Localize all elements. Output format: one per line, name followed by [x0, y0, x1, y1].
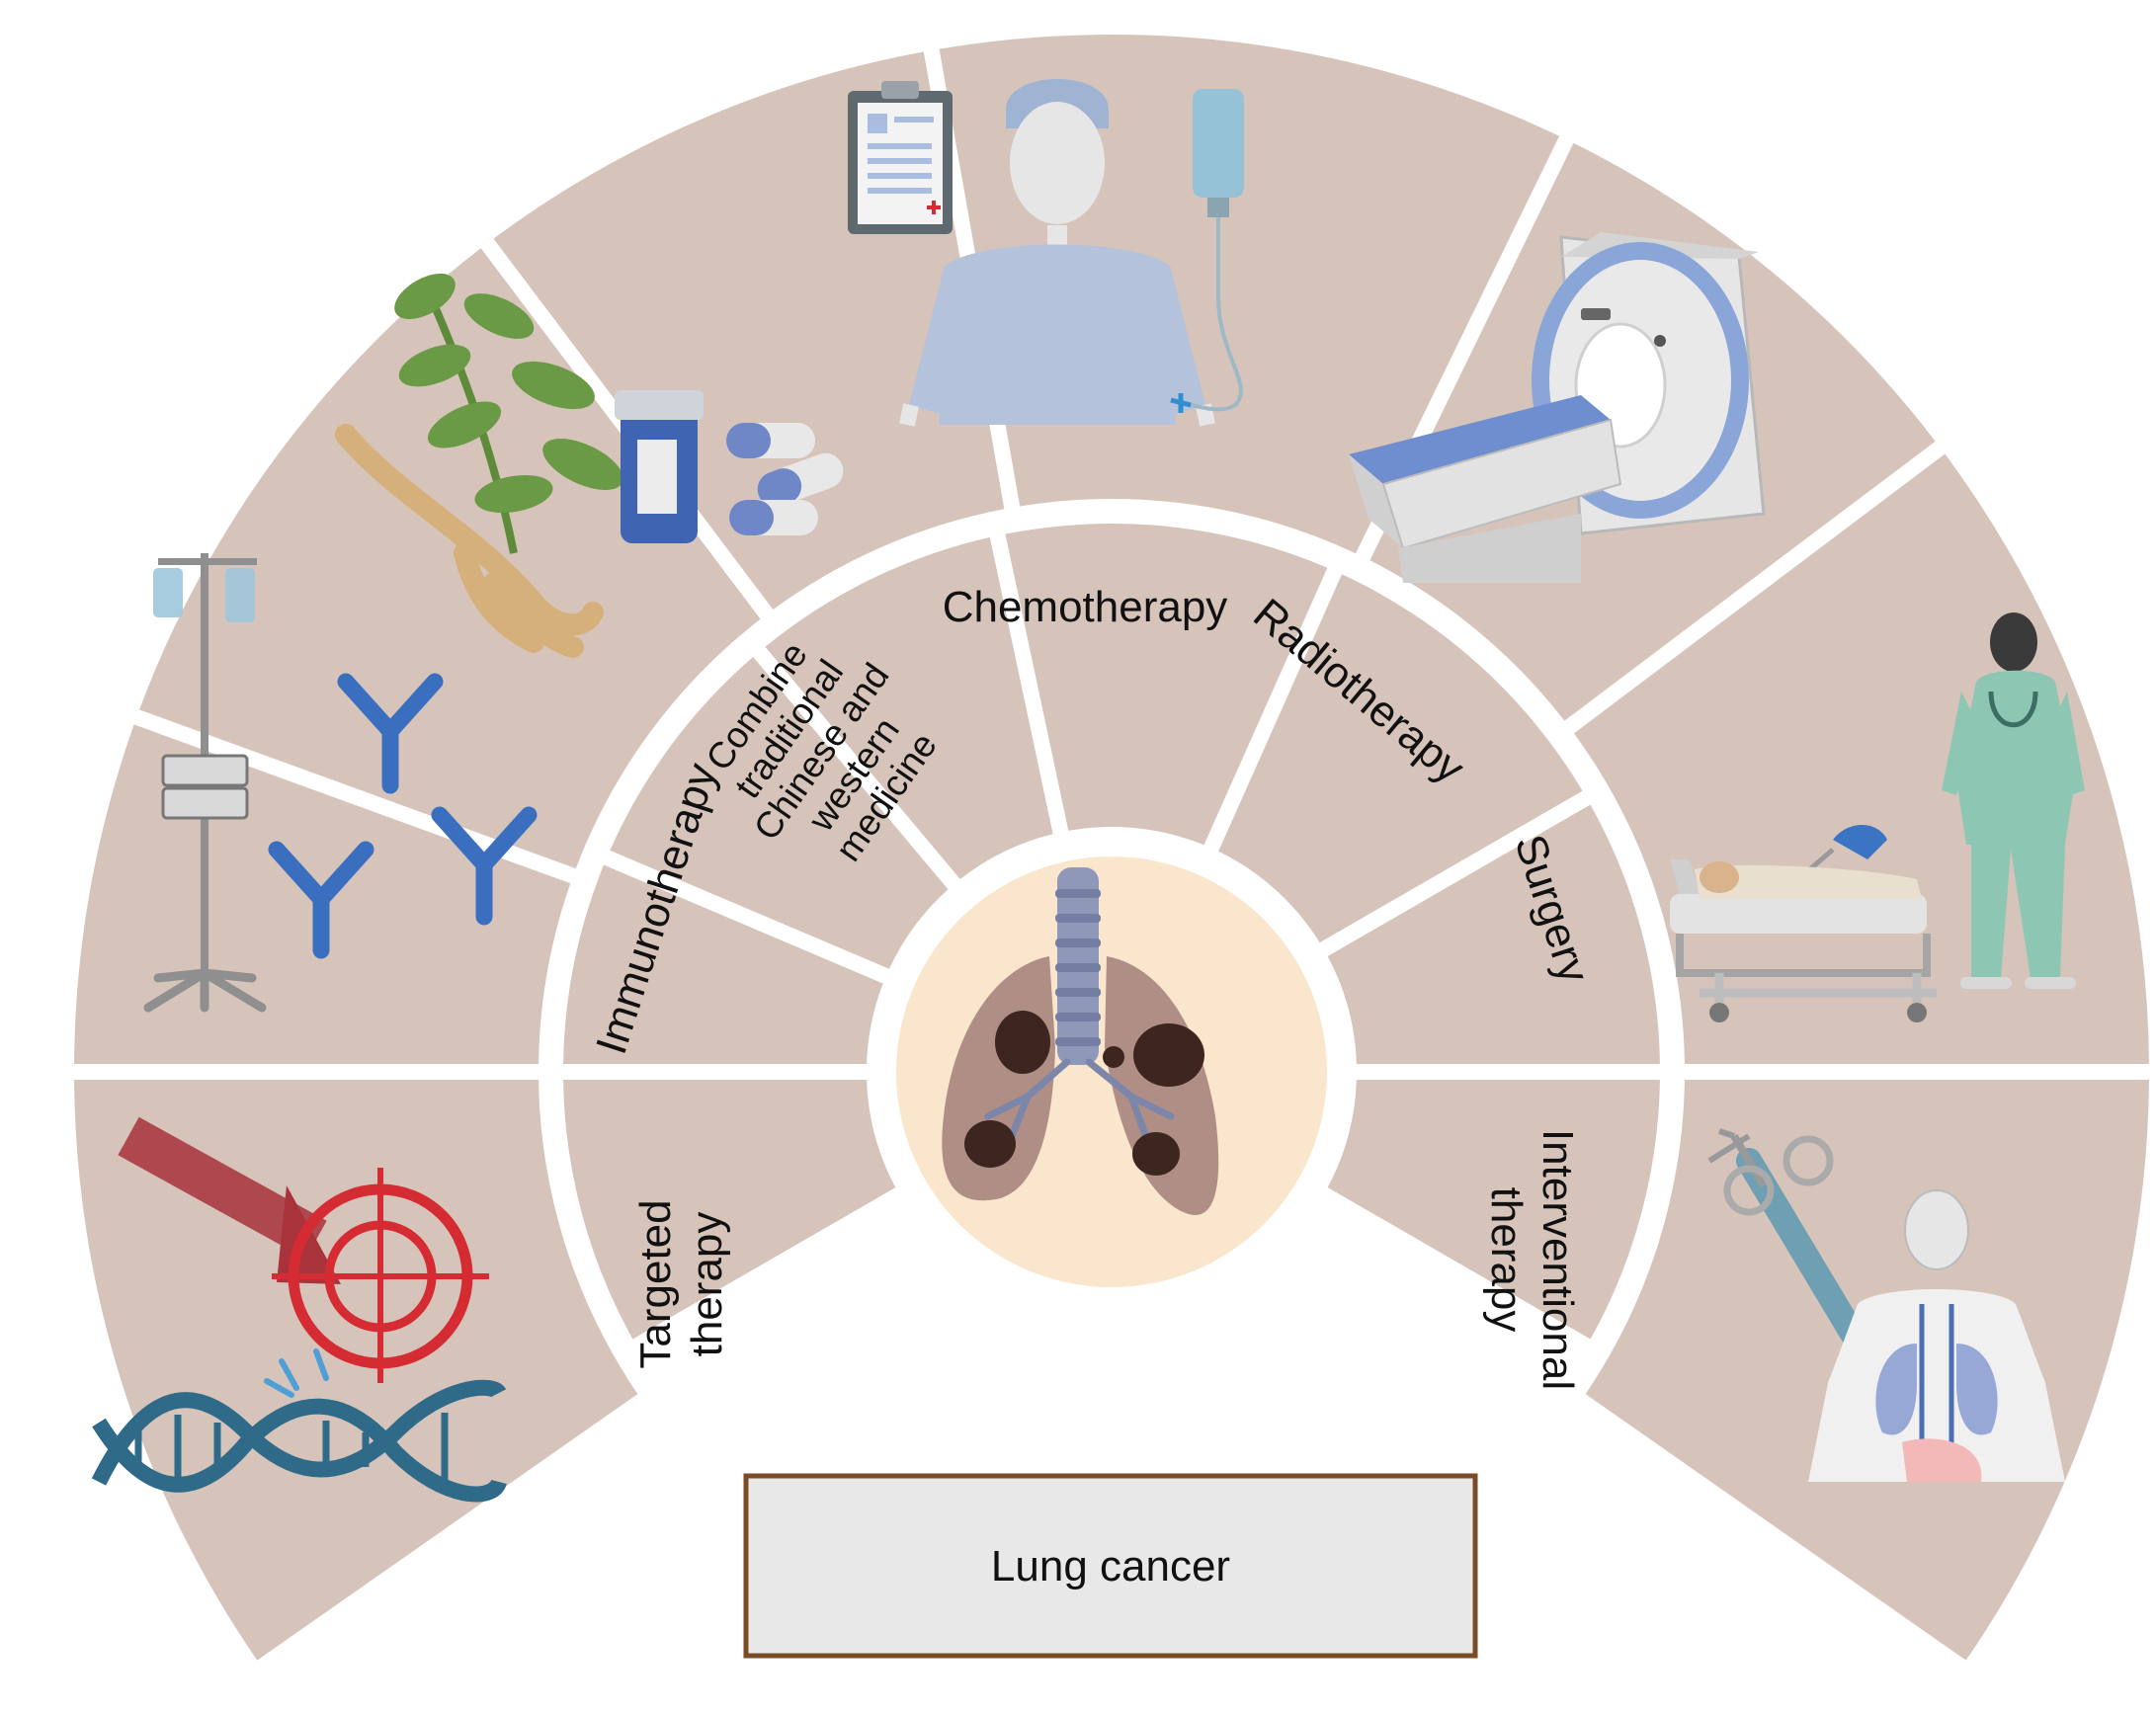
herbal-medicine-icon	[335, 273, 844, 658]
label-targeted-line: therapy	[683, 1212, 731, 1357]
inner-segment-targeted	[563, 1079, 896, 1340]
inner-segment-interventional	[1327, 1079, 1660, 1340]
label-chemotherapy: Chemotherapy	[943, 583, 1228, 631]
lungs-tumor-icon	[942, 867, 1219, 1215]
label-interventional: Interventionaltherapy	[1482, 1129, 1582, 1390]
label-interventional-line: Interventional	[1534, 1129, 1582, 1390]
label-tcm: CombinetraditionalChinese andwesternmedi…	[681, 611, 961, 892]
outer-segment-immunotherapy	[139, 248, 761, 869]
caption-box	[743, 1473, 1478, 1659]
mri-scanner-icon	[1349, 232, 1766, 583]
inner-segment-chemotherapy	[1005, 524, 1328, 846]
inner-segment-radiotherapy	[1218, 574, 1583, 943]
inner-segment-tcm	[765, 536, 1053, 879]
inner-segment-targeted-upper	[563, 864, 883, 1065]
inner-ring	[563, 524, 1660, 1340]
surgeon-bed-icon	[1670, 612, 2085, 1022]
label-targeted-line: Targeted	[631, 1199, 680, 1368]
needle-lung-icon	[1707, 1128, 2065, 1482]
dna-target-icon	[91, 1116, 507, 1503]
outer-segment-targeted	[74, 1079, 638, 1661]
label-chemotherapy-line: Chemotherapy	[943, 583, 1228, 631]
inner-segment-immunotherapy	[610, 657, 949, 969]
label-targeted: Targetedtherapy	[631, 1199, 731, 1368]
inner-segment-surgery	[1327, 804, 1660, 1065]
chemo-patient-icon	[848, 79, 1244, 427]
caption-text: Lung cancer	[991, 1542, 1230, 1591]
iv-pump-antibody-icon	[143, 553, 538, 1013]
label-interventional-line: therapy	[1482, 1187, 1531, 1333]
